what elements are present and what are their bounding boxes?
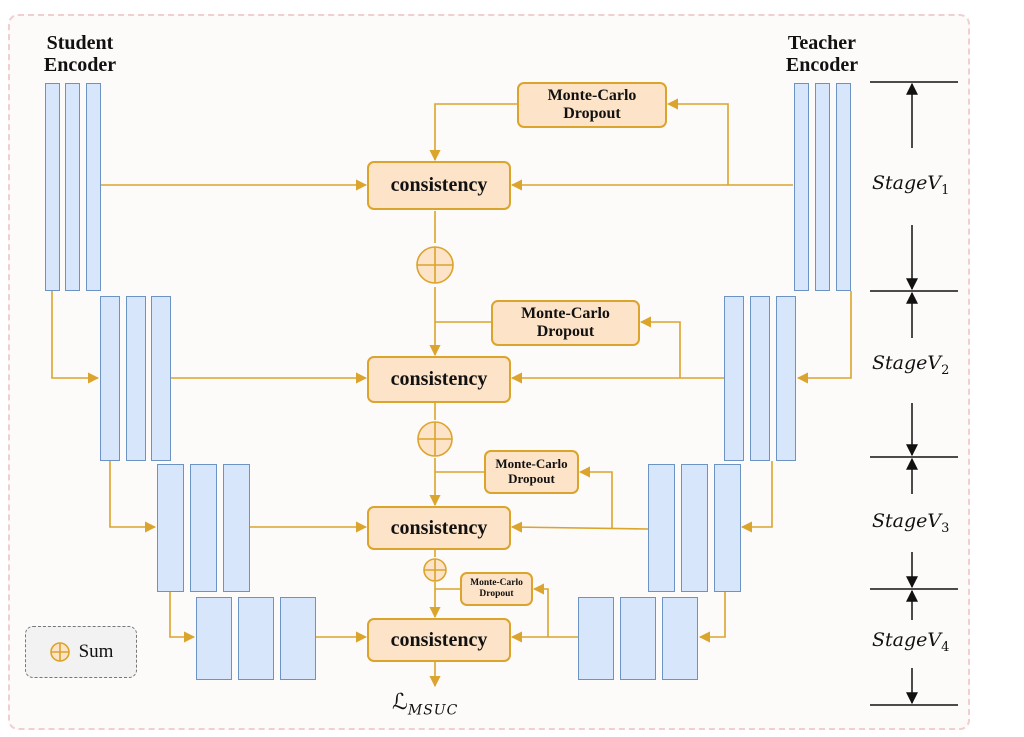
student-stage1-block-3 [86,83,101,291]
loss-label: ℒMSUC [392,690,459,719]
stage-label-2: StageV2 [872,352,950,378]
teacher-stage2-block-2 [750,296,770,461]
mc-dropout-box-4: Monte-Carlo Dropout [460,572,533,606]
legend-label: Sum [78,641,114,662]
sum-icons [416,246,454,582]
student-stage1-block-1 [45,83,60,291]
stage-label-1: StageV1 [872,172,950,198]
teacher-stage1-block-1 [794,83,809,291]
teacher-stage1-block-2 [815,83,830,291]
student-stage4-block-3 [280,597,316,680]
stage-label-3: StageV3 [872,510,950,536]
student-stage3-block-3 [223,464,250,592]
teacher-stage2-block-1 [724,296,744,461]
teacher-stage3-block-1 [648,464,675,592]
teacher-stage4-block-3 [662,597,698,680]
mc-dropout-box-2: Monte-Carlo Dropout [491,300,640,346]
mc-dropout-box-1: Monte-Carlo Dropout [517,82,667,128]
teacher-stage4-block-2 [620,597,656,680]
consistency-box-4: consistency [367,618,511,662]
consistency-box-3: consistency [367,506,511,550]
legend: Sum [25,626,137,678]
stage-scale [870,81,958,706]
teacher-stage2-block-3 [776,296,796,461]
student-stage2-block-1 [100,296,120,461]
consistency-box-1: consistency [367,161,511,210]
consistency-box-2: consistency [367,356,511,403]
teacher-stage4-block-1 [578,597,614,680]
student-stage4-block-2 [238,597,274,680]
stage-label-4: StageV4 [872,629,950,655]
teacher-encoder-title: Teacher Encoder [785,32,859,76]
circle-plus-icon [49,642,70,662]
student-stage4-block-1 [196,597,232,680]
student-stage1-block-2 [65,83,80,291]
teacher-stage3-block-3 [714,464,741,592]
mc-dropout-box-3: Monte-Carlo Dropout [484,450,579,494]
student-stage3-block-1 [157,464,184,592]
student-encoder-title: Student Encoder [43,32,117,76]
student-stage2-block-3 [151,296,171,461]
teacher-stage3-block-2 [681,464,708,592]
student-stage3-block-2 [190,464,217,592]
student-stage2-block-2 [126,296,146,461]
teacher-stage1-block-3 [836,83,851,291]
